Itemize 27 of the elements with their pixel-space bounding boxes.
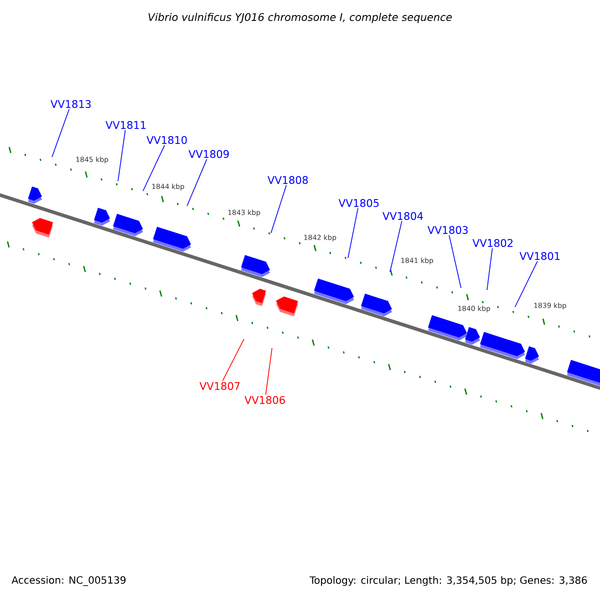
- gene-label: VV1810: [146, 136, 187, 144]
- gene-label: VV1803: [428, 226, 468, 234]
- leader-line: [514, 260, 538, 308]
- leader-line: [486, 248, 493, 290]
- leader-line: [270, 184, 287, 234]
- gene-label: VV1809: [188, 150, 229, 158]
- gene-label: VV1804: [382, 212, 423, 220]
- accession-text: Accession: NC_005139: [12, 576, 126, 586]
- genome-info-text: Topology: circular; Length: 3,354,505 bp; Genes: 3,386: [310, 576, 587, 586]
- leader-line: [186, 158, 208, 206]
- leader-line: [118, 130, 126, 182]
- gene-label: VV1811: [106, 121, 146, 129]
- gene-label: VV1805: [338, 199, 379, 207]
- leader-line: [222, 338, 244, 382]
- gene-label: VV1808: [268, 176, 308, 184]
- title: Vibrio vulnificus YJ016 chromosome I, complete sequence: [148, 12, 452, 24]
- gene-label: VV1807: [200, 382, 240, 390]
- leader-line: [142, 144, 165, 192]
- leader-line: [448, 234, 462, 288]
- leader-line: [390, 220, 402, 272]
- gene-label: VV1813: [50, 100, 91, 108]
- gene-label: VV1801: [520, 252, 560, 260]
- leader-line: [265, 348, 272, 396]
- leader-line: [348, 208, 358, 258]
- gene-label: VV1802: [472, 239, 512, 247]
- gene-label: VV1806: [244, 396, 285, 404]
- leader-line: [52, 108, 70, 158]
